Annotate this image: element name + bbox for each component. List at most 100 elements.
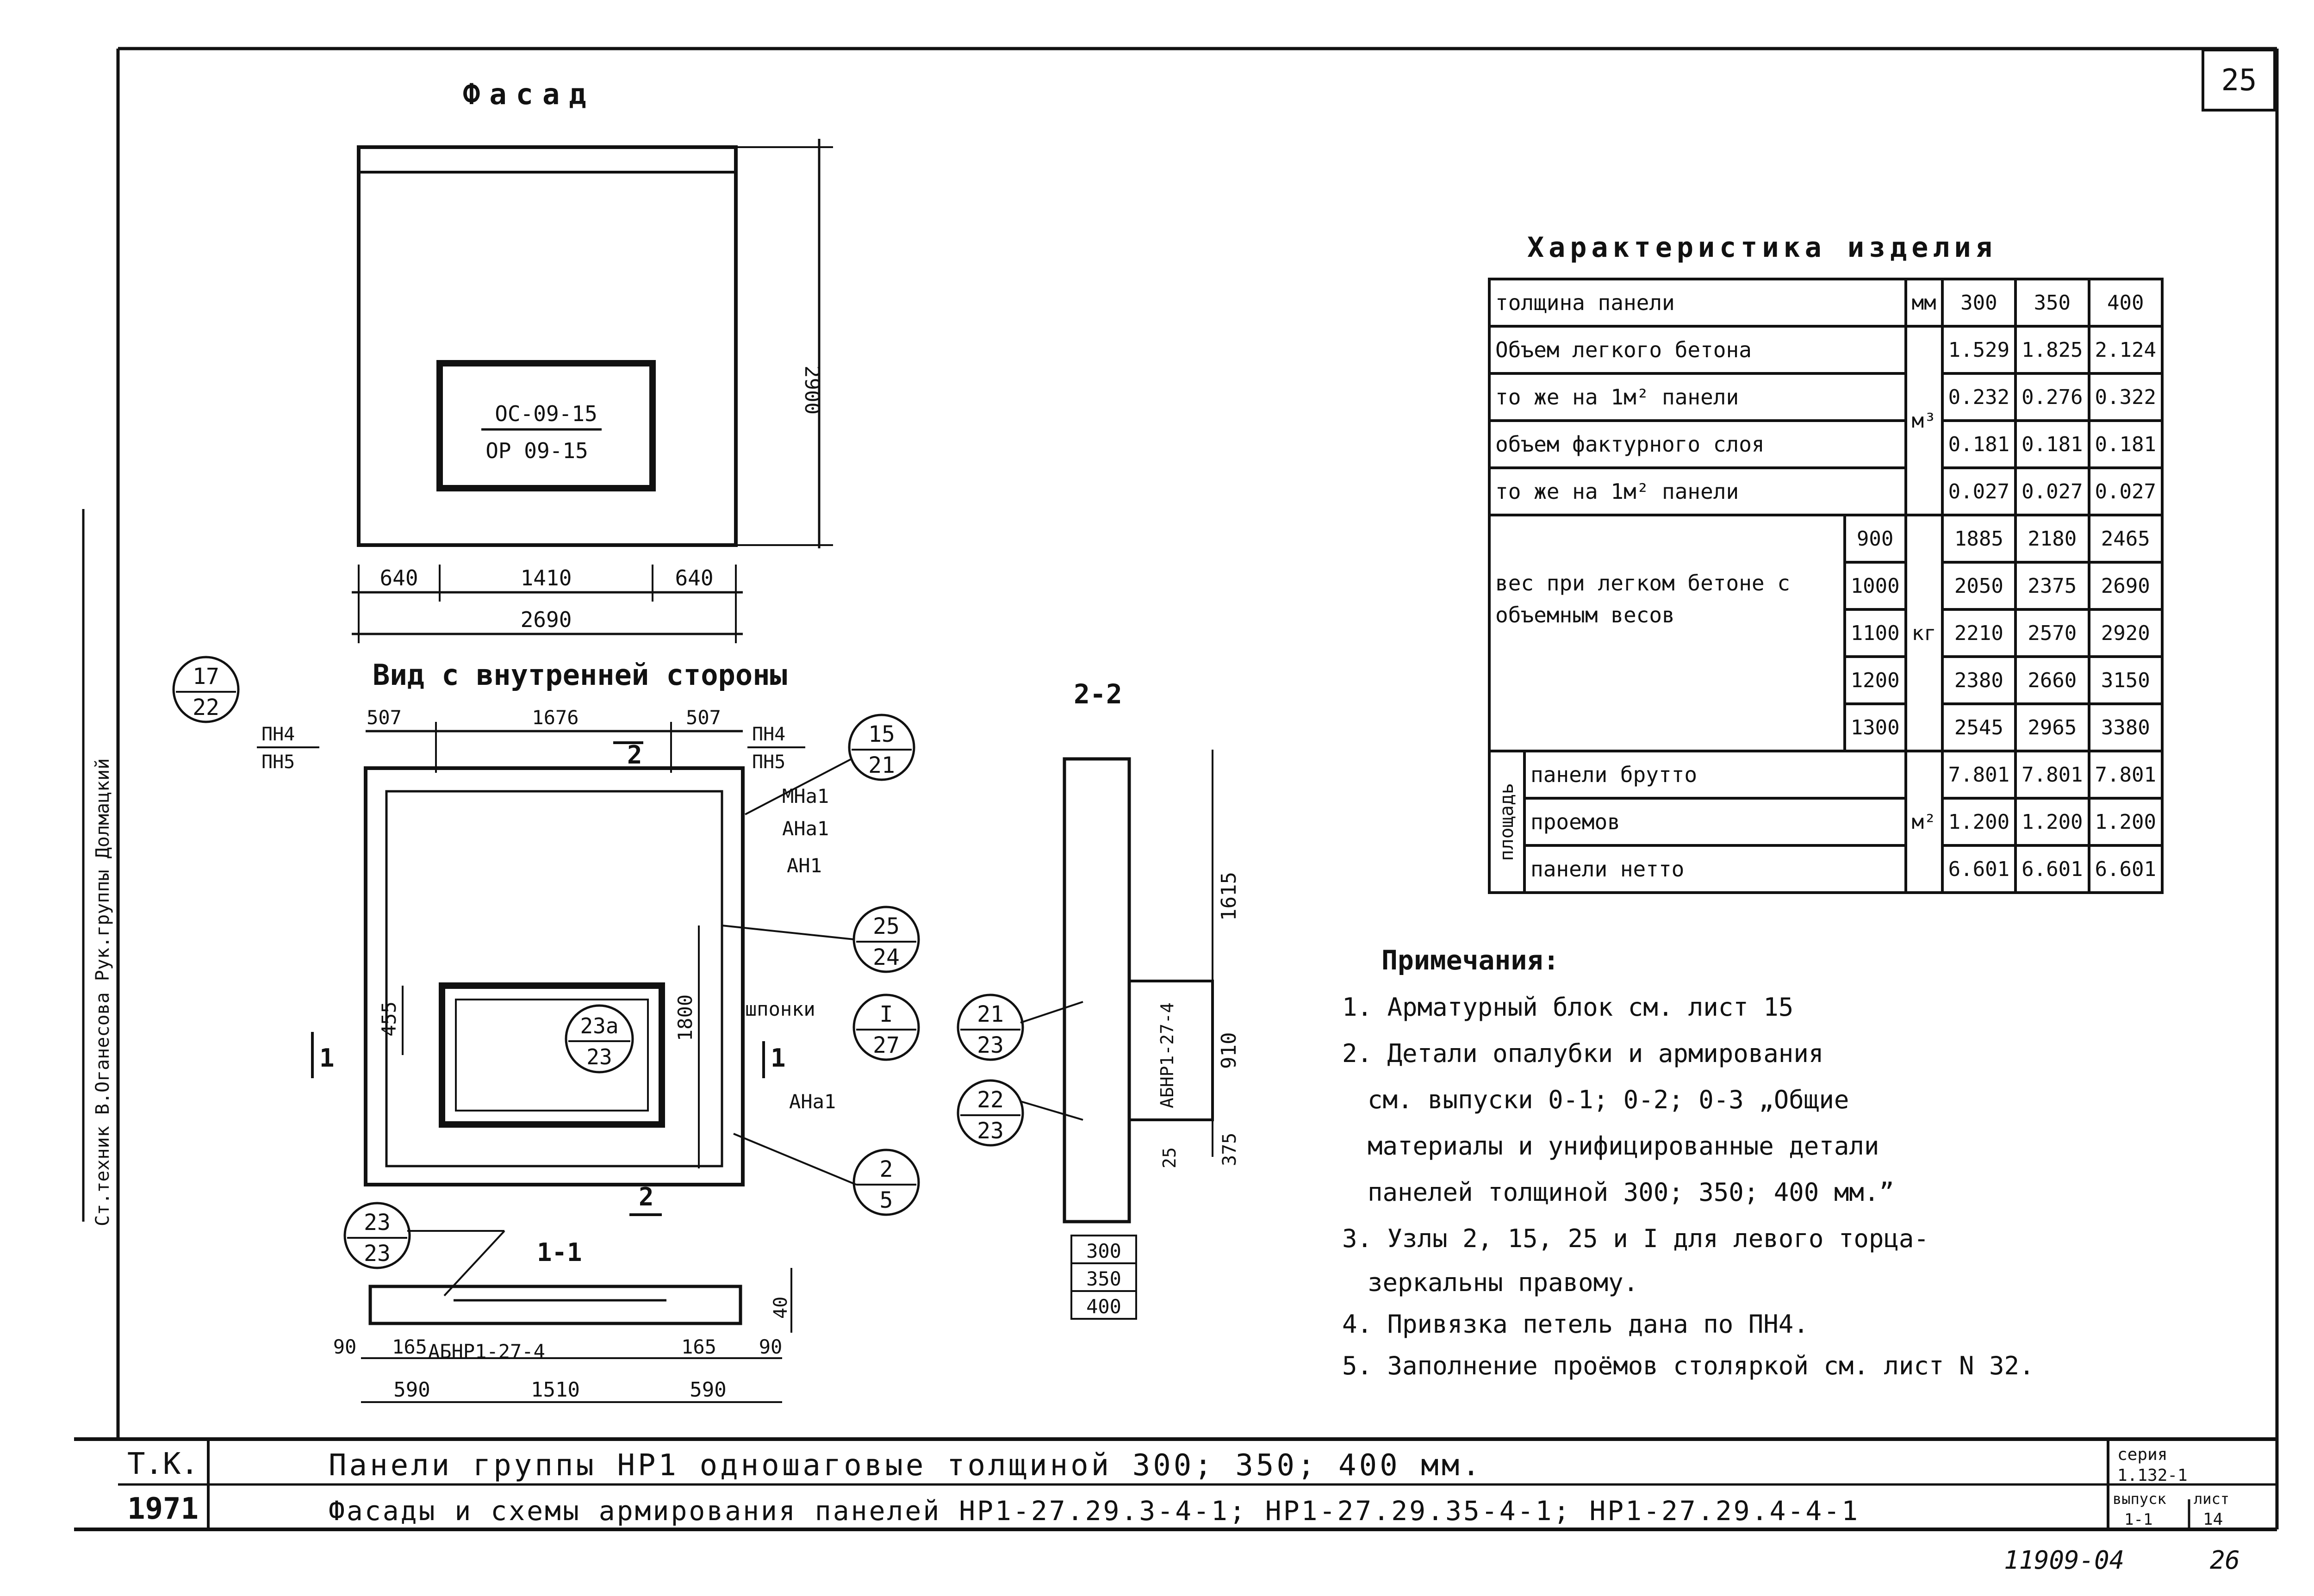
callout-23-bottom: 23 (364, 1241, 391, 1267)
cell: 2.124 (2087, 325, 2164, 375)
table-header-row: толщина панели мм 300 350 400 (1488, 278, 2164, 328)
cell: 6.601 (1941, 844, 2017, 894)
callout-15: 15 (868, 721, 895, 747)
note-line-2: 2. Детали опалубки и армирования (1342, 1039, 1823, 1068)
section-mark-2-top: 2 (627, 740, 642, 770)
cell: 2660 (2014, 655, 2090, 705)
inner-dim-507-left: 507 (367, 706, 402, 729)
section-1-1-dim-90-left: 90 (333, 1335, 357, 1358)
cell: 0.027 (2014, 466, 2090, 516)
callout-25-24: 25 24 (852, 906, 920, 973)
cell: 2380 (1941, 655, 2017, 705)
density: 1000 (1843, 561, 1907, 611)
callout-22-23: 22 23 (957, 1079, 1024, 1147)
table-row: объем фактурного слоя 0.181 0.181 0.181 (1488, 419, 2164, 469)
side-stamp: Ст.техник В.Оганесова Рук.группы Долмацк… (92, 758, 113, 1226)
note-line-4: материалы и унифицированные детали (1368, 1131, 1879, 1161)
row-label: объем фактурного слоя (1488, 419, 1907, 469)
section-1-1-outline (368, 1285, 742, 1325)
header-thickness: толщина панели (1488, 278, 1907, 328)
header-300: 300 (1941, 278, 2017, 328)
sheet-value: 14 (2203, 1510, 2223, 1529)
cell: 0.181 (1941, 419, 2017, 469)
facade-outline (357, 145, 738, 547)
callout-5: 5 (880, 1187, 893, 1213)
table-row: 1100 2210 2570 2920 (1489, 608, 2164, 658)
callout-23-bottom-3: 23 (977, 1118, 1004, 1144)
cell: 0.322 (2087, 372, 2164, 422)
row-label: панели брутто (1523, 750, 1907, 800)
cell: 2375 (2014, 561, 2090, 611)
leader-22 (1020, 1100, 1083, 1121)
row-label: панели нетто (1523, 844, 1907, 894)
inner-label-pn5-right: ПН5 (752, 751, 785, 773)
table-row: 1300 2545 2965 3380 (1489, 702, 2164, 752)
facade-window (436, 360, 656, 491)
note-line-5: панелей толщиной 300; 350; 400 мм.” (1368, 1178, 1894, 1207)
section-1-1-dim-1510: 1510 (531, 1378, 580, 1402)
note-line-9: 5. Заполнение проёмов столяркой см. лист… (1342, 1351, 2034, 1380)
note-line-8: 4. Привязка петель дана по ПН4. (1342, 1310, 1809, 1339)
table-row: площадь панели брутто м² 7.801 7.801 7.8… (1488, 750, 2164, 894)
cell: 7.801 (2087, 750, 2164, 800)
callout-21-23: 21 23 (957, 994, 1024, 1061)
characteristics-title: Характеристика изделия (1527, 231, 1997, 264)
section-1-1-title: 1-1 (537, 1238, 582, 1267)
inner-view-window (439, 982, 665, 1128)
density: 1100 (1843, 608, 1907, 658)
section-mark-1-right: 1 (771, 1043, 786, 1073)
cell: 0.276 (2014, 372, 2090, 422)
callout-23: 23 (586, 1044, 612, 1069)
row-label: Объем легкого бетона (1488, 325, 1907, 375)
issue-value: 1-1 (2124, 1510, 2152, 1529)
callout-I-27: I 27 (852, 994, 920, 1061)
table-row: панели нетто 6.601 6.601 6.601 (1489, 844, 2164, 894)
inner-view-outline (364, 766, 745, 1186)
footer-page: 26 (2210, 1546, 2240, 1575)
title-org: Т.К. (127, 1447, 199, 1481)
section-2-2-dim-25: 25 (1159, 1147, 1180, 1168)
cell: 1885 (1941, 514, 2017, 564)
thickness-400: 400 (1086, 1295, 1121, 1318)
callout-23a: 23а (580, 1013, 618, 1038)
header-400: 400 (2087, 278, 2164, 328)
section-1-1-dim-40: 40 (770, 1297, 791, 1319)
weight-unit: кг (1904, 514, 1944, 752)
callout-21-top: 21 (977, 1001, 1004, 1027)
leader-2 (733, 1133, 857, 1186)
sheet-number: 25 (2221, 63, 2257, 98)
section-1-1-frame-label: АБНР1-27-4 (428, 1340, 545, 1363)
cell: 0.181 (2014, 419, 2090, 469)
inner-view-window-inner (455, 999, 649, 1112)
callout-17-22: 17 22 (172, 656, 240, 723)
density: 1300 (1843, 702, 1907, 752)
series-value: 1.132-1 (2117, 1466, 2188, 1485)
callout-2-5: 2 5 (852, 1149, 920, 1216)
cell: 1.825 (2014, 325, 2090, 375)
inner-dim-507-right: 507 (686, 706, 721, 729)
cell: 1.200 (2087, 797, 2164, 847)
cell: 2465 (2087, 514, 2164, 564)
callout-I: I (880, 1001, 893, 1027)
table-row: вес при легком бетоне с объемным весов 9… (1488, 514, 2164, 752)
series-label: серия (2117, 1445, 2167, 1464)
item-mna1: МНа1 (782, 785, 829, 807)
cell: 7.801 (2014, 750, 2090, 800)
leader-25 (722, 925, 854, 940)
section-2-2-frame-label: АБНР1-27-4 (1157, 1002, 1177, 1108)
inner-view-inner-edge (385, 790, 723, 1168)
facade-dim-640-right: 640 (675, 565, 713, 590)
notes-list: 1. Арматурный блок см. лист 15 2. Детали… (1342, 993, 2034, 1380)
callout-17: 17 (193, 664, 219, 689)
callout-21: 21 (868, 752, 895, 778)
thickness-300: 300 (1086, 1240, 1121, 1262)
cell: 2690 (2087, 561, 2164, 611)
facade-dim-1410: 1410 (521, 565, 572, 590)
row-label: то же на 1м² панели (1488, 466, 1907, 516)
callout-22-top: 22 (977, 1087, 1004, 1113)
header-350: 350 (2014, 278, 2090, 328)
cell: 1.200 (1941, 797, 2017, 847)
cell: 2050 (1941, 561, 2017, 611)
cell: 0.027 (1941, 466, 2017, 516)
cell: 3380 (2087, 702, 2164, 752)
